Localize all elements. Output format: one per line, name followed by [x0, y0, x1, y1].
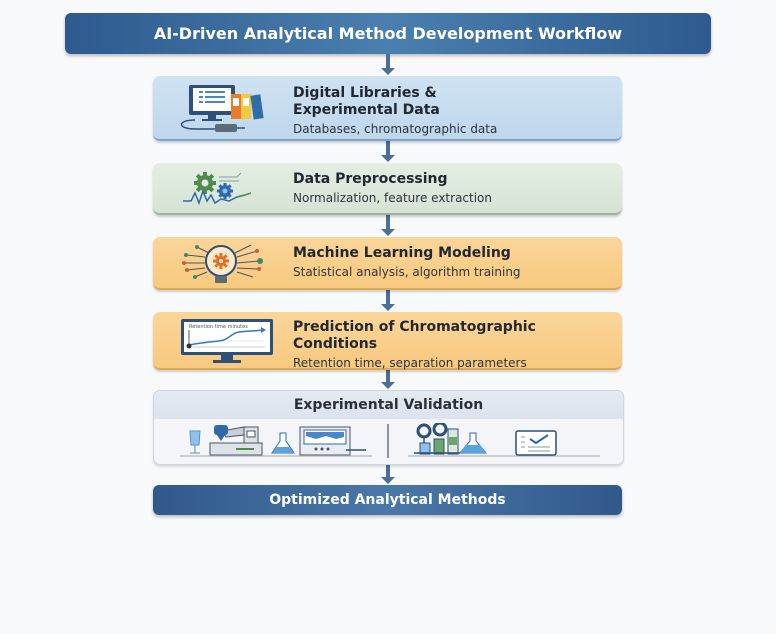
step-ml-modeling: Machine Learning Modeling Statistical an… — [153, 237, 622, 290]
gears-signal-icon — [183, 172, 252, 206]
step-heading: Prediction of Chromatographic — [293, 319, 536, 335]
step-heading: Data Preprocessing — [293, 171, 448, 187]
step-subtitle: Normalization, feature extraction — [293, 191, 493, 205]
step-heading: Digital Libraries & — [293, 85, 437, 101]
step-heading-line2: Experimental Data — [293, 102, 440, 118]
workflow-title: AI-Driven Analytical Method Development … — [65, 13, 711, 54]
arrow-down-icon — [381, 370, 395, 390]
step-subtitle: Statistical analysis, algorithm training — [293, 265, 521, 279]
divider — [387, 424, 389, 458]
step-heading: Experimental Validation — [154, 391, 623, 419]
step-subtitle: Databases, chromatographic data — [293, 122, 498, 136]
step-heading: Machine Learning Modeling — [293, 245, 511, 261]
lightbulb-gear-icon — [182, 244, 263, 283]
arrow-down-icon — [381, 141, 395, 163]
result-optimized-methods: Optimized Analytical Methods — [153, 485, 622, 515]
computer-database-icon — [180, 85, 264, 132]
step-prediction: Retention time minutes Prediction of Chr… — [153, 312, 622, 370]
lab-instruments-icon — [180, 425, 372, 457]
monitor-chart-icon: Retention time minutes — [181, 319, 273, 363]
step-experimental-validation: Experimental Validation — [153, 390, 624, 465]
arrow-down-icon — [381, 54, 395, 76]
step-data-preprocessing: Data Preprocessing Normalization, featur… — [153, 163, 622, 215]
lab-glassware-checklist-icon — [408, 423, 600, 457]
arrow-down-icon — [381, 290, 395, 312]
step-subtitle: Retention time, separation parameters — [293, 356, 527, 370]
step-digital-libraries: Digital Libraries & Experimental Data Da… — [153, 76, 622, 141]
arrow-down-icon — [381, 215, 395, 237]
step-heading-line2: Conditions — [293, 336, 378, 352]
chart-label: Retention time minutes — [189, 324, 248, 330]
arrow-down-icon — [381, 465, 395, 485]
